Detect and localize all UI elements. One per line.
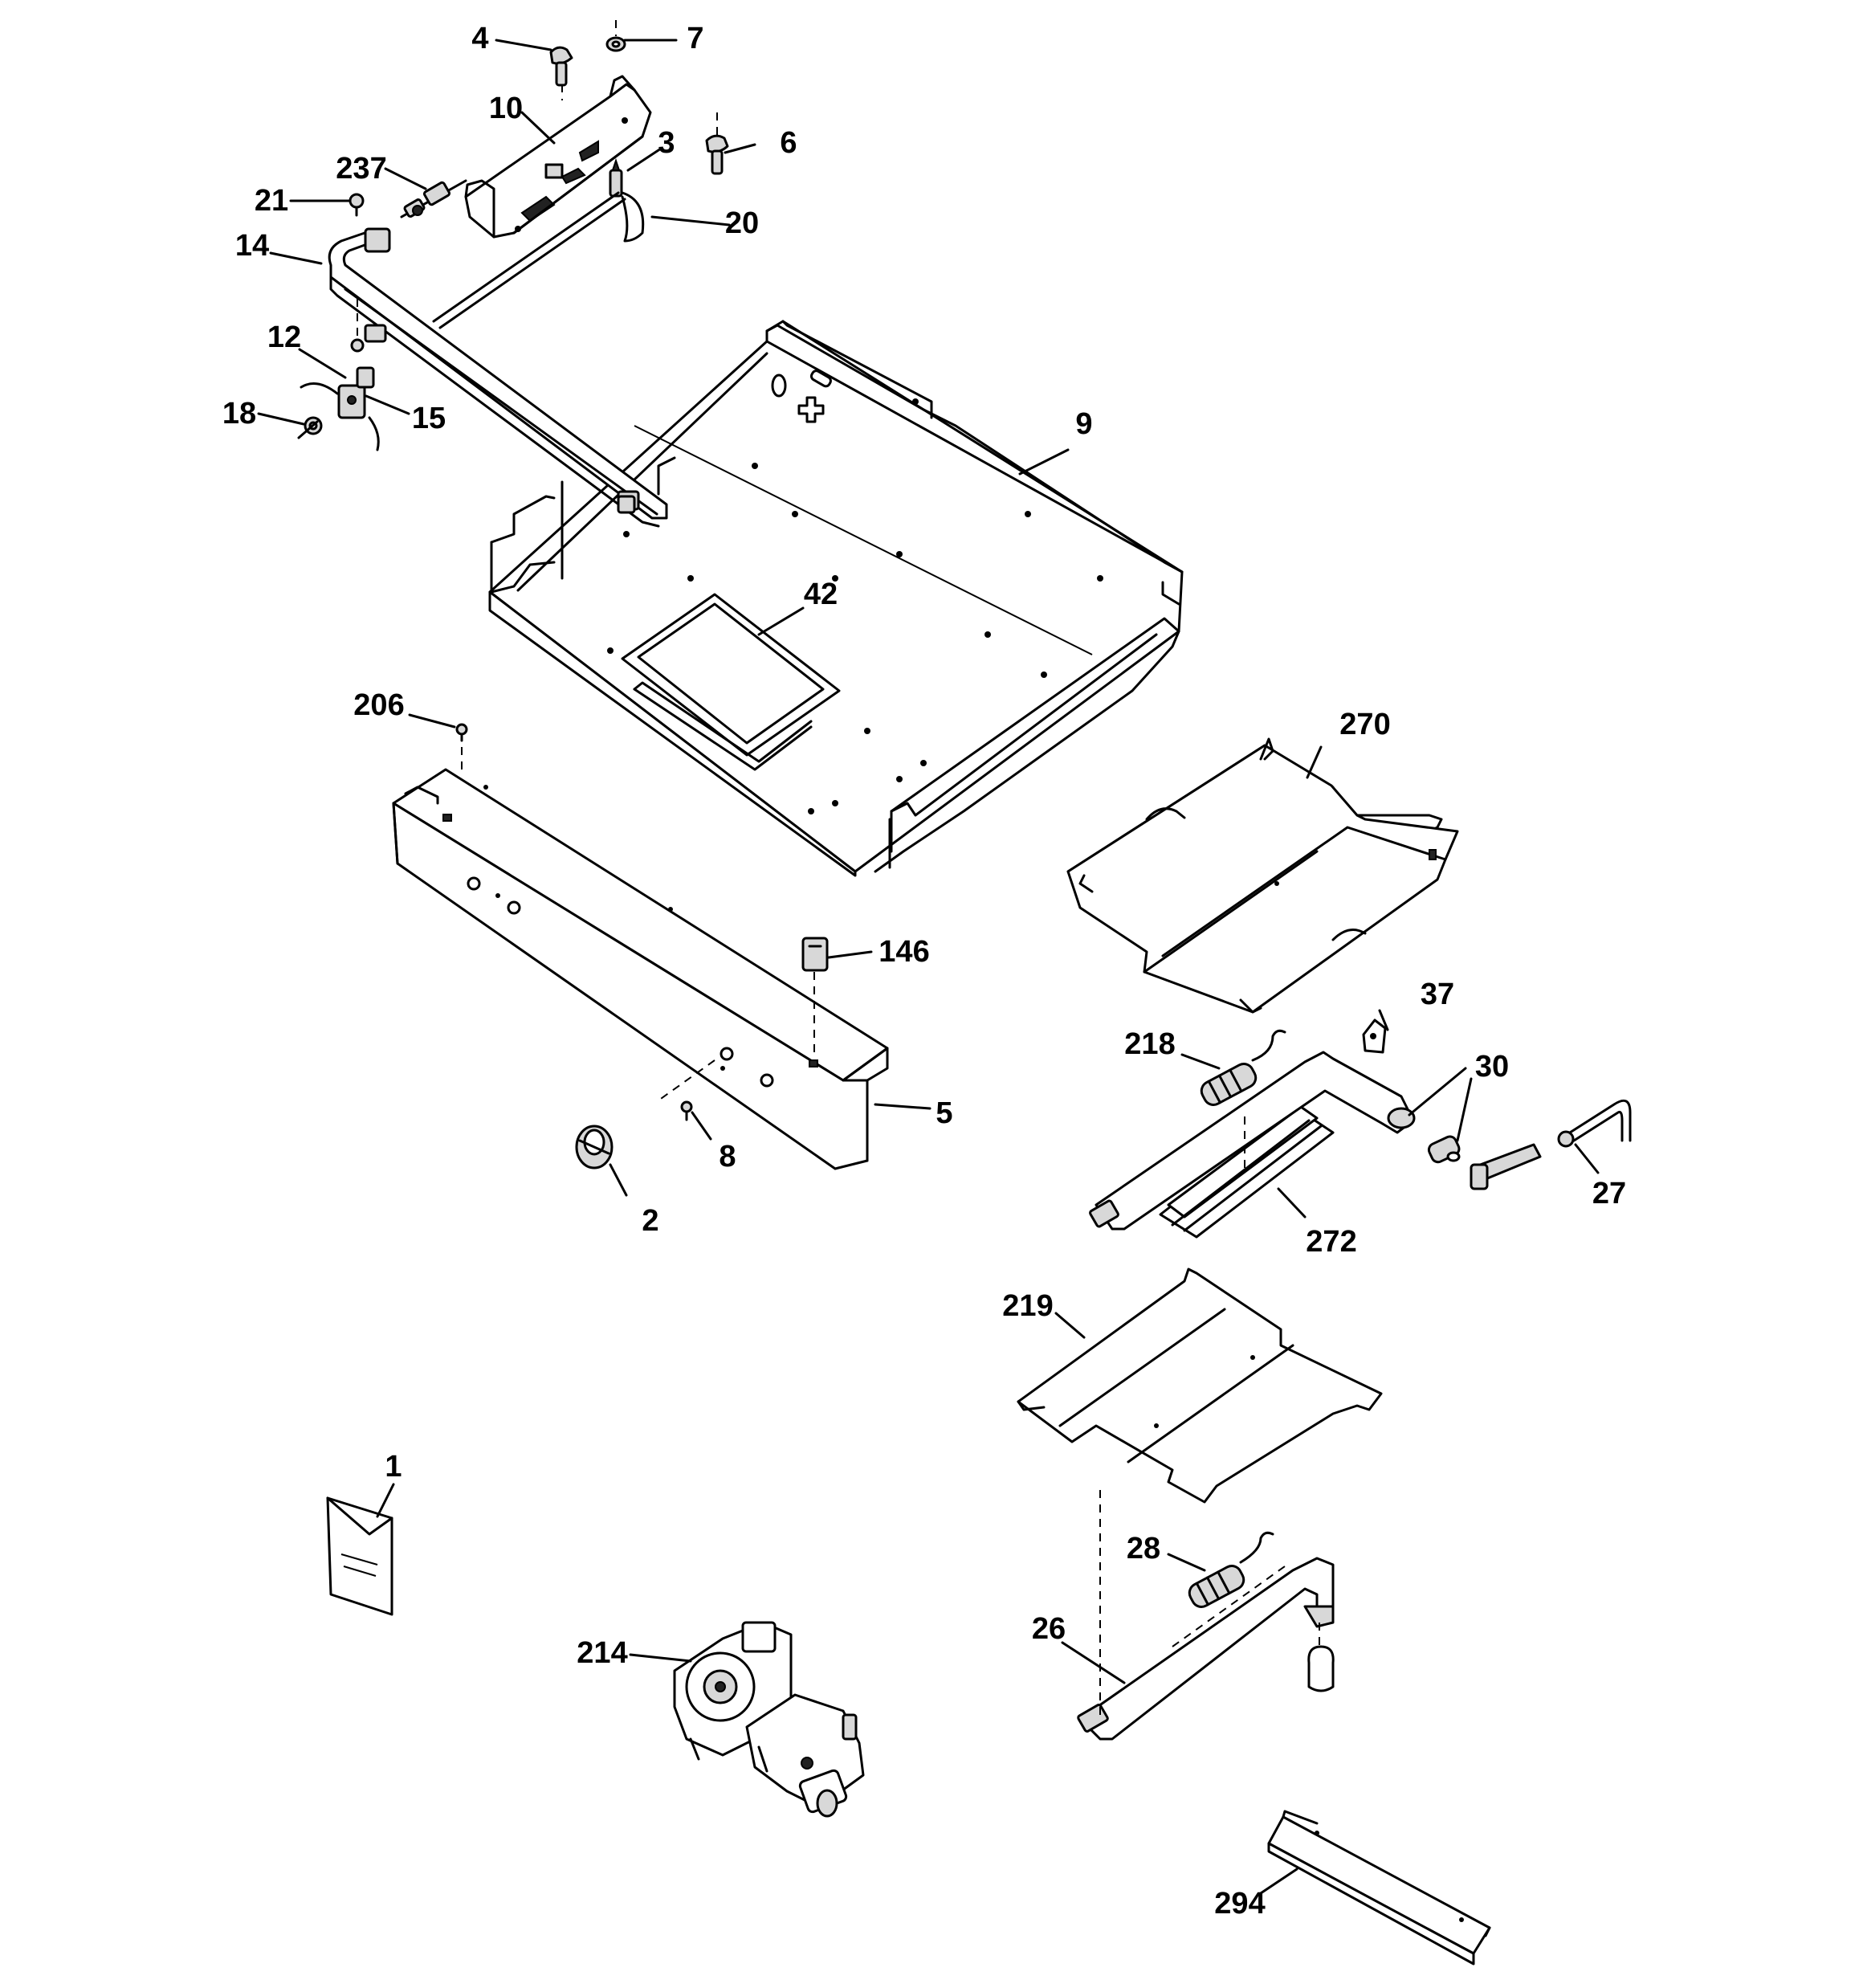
- callout-9: 9: [1075, 407, 1092, 441]
- part-206-screw[interactable]: [455, 723, 468, 775]
- leader-lines: [257, 39, 1600, 1895]
- part-9-burner-box[interactable]: [488, 320, 1184, 877]
- callout-10: 10: [489, 92, 523, 125]
- callout-3: 3: [658, 126, 675, 160]
- callout-6: 6: [780, 126, 797, 160]
- callout-15: 15: [412, 402, 446, 435]
- part-3-electrode[interactable]: [432, 157, 626, 329]
- part-146-clip[interactable]: [801, 937, 829, 1052]
- part-28-igniter[interactable]: [1186, 1531, 1274, 1610]
- part-20-wire-loop[interactable]: [621, 191, 645, 243]
- part-8-screw[interactable]: [680, 1100, 693, 1121]
- part-218-igniter[interactable]: [1198, 1029, 1286, 1108]
- part-15-valve[interactable]: [300, 366, 380, 451]
- part-214-gas-valve[interactable]: [673, 1621, 865, 1818]
- part-237-orifice-fitting[interactable]: [400, 179, 467, 218]
- callout-7: 7: [687, 22, 703, 55]
- part-270-flame-spreader[interactable]: [1066, 737, 1459, 1014]
- callout-26: 26: [1032, 1612, 1066, 1646]
- part-12-screw[interactable]: [350, 299, 365, 353]
- part-294-angle-bracket[interactable]: [1267, 1810, 1491, 1966]
- callout-12: 12: [267, 320, 301, 354]
- callout-27: 27: [1592, 1177, 1626, 1210]
- callout-270: 270: [1339, 708, 1390, 741]
- callout-219: 219: [1002, 1289, 1053, 1323]
- callout-218: 218: [1124, 1027, 1175, 1061]
- callout-labels: 4 7 10 3 6 237 21 20 14 12 18 15 9 42 20…: [222, 22, 1626, 1921]
- callout-146: 146: [879, 935, 929, 969]
- callout-28: 28: [1127, 1532, 1160, 1565]
- callout-30: 30: [1475, 1050, 1509, 1084]
- part-21-screw[interactable]: [349, 193, 365, 217]
- part-18-nut[interactable]: [297, 416, 323, 439]
- part-272-baffle[interactable]: [1159, 1105, 1335, 1239]
- part-4-clip[interactable]: [549, 46, 573, 100]
- callout-37: 37: [1421, 978, 1454, 1011]
- part-1-literature-envelope[interactable]: [326, 1496, 393, 1616]
- callout-14: 14: [235, 229, 269, 263]
- callout-21: 21: [255, 184, 288, 218]
- callout-5: 5: [936, 1096, 952, 1130]
- part-7-washer[interactable]: [605, 20, 626, 52]
- callout-206: 206: [353, 688, 404, 722]
- callout-294: 294: [1214, 1887, 1265, 1921]
- part-26-burner[interactable]: [1077, 1557, 1335, 1741]
- part-219-flame-spreader[interactable]: [1017, 1268, 1383, 1504]
- callout-18: 18: [222, 397, 256, 431]
- callout-4: 4: [471, 22, 488, 55]
- callout-42: 42: [804, 578, 838, 611]
- callout-1: 1: [385, 1450, 402, 1484]
- callout-2: 2: [642, 1204, 658, 1238]
- part-6-clip[interactable]: [705, 112, 729, 175]
- callout-272: 272: [1306, 1225, 1356, 1259]
- part-2-knob[interactable]: [575, 1125, 614, 1170]
- callout-214: 214: [577, 1636, 627, 1670]
- part-10-bracket[interactable]: [464, 75, 652, 239]
- part-27-tube[interactable]: [1557, 1099, 1632, 1148]
- callout-237: 237: [336, 152, 386, 186]
- part-14-manifold-pipe[interactable]: [328, 227, 668, 528]
- part-37-bracket[interactable]: [1362, 1018, 1387, 1054]
- callout-8: 8: [719, 1140, 736, 1174]
- part-5-manifold-panel[interactable]: [392, 768, 889, 1170]
- callout-20: 20: [725, 206, 759, 240]
- part-30-burner-tube[interactable]: [1089, 1051, 1542, 1231]
